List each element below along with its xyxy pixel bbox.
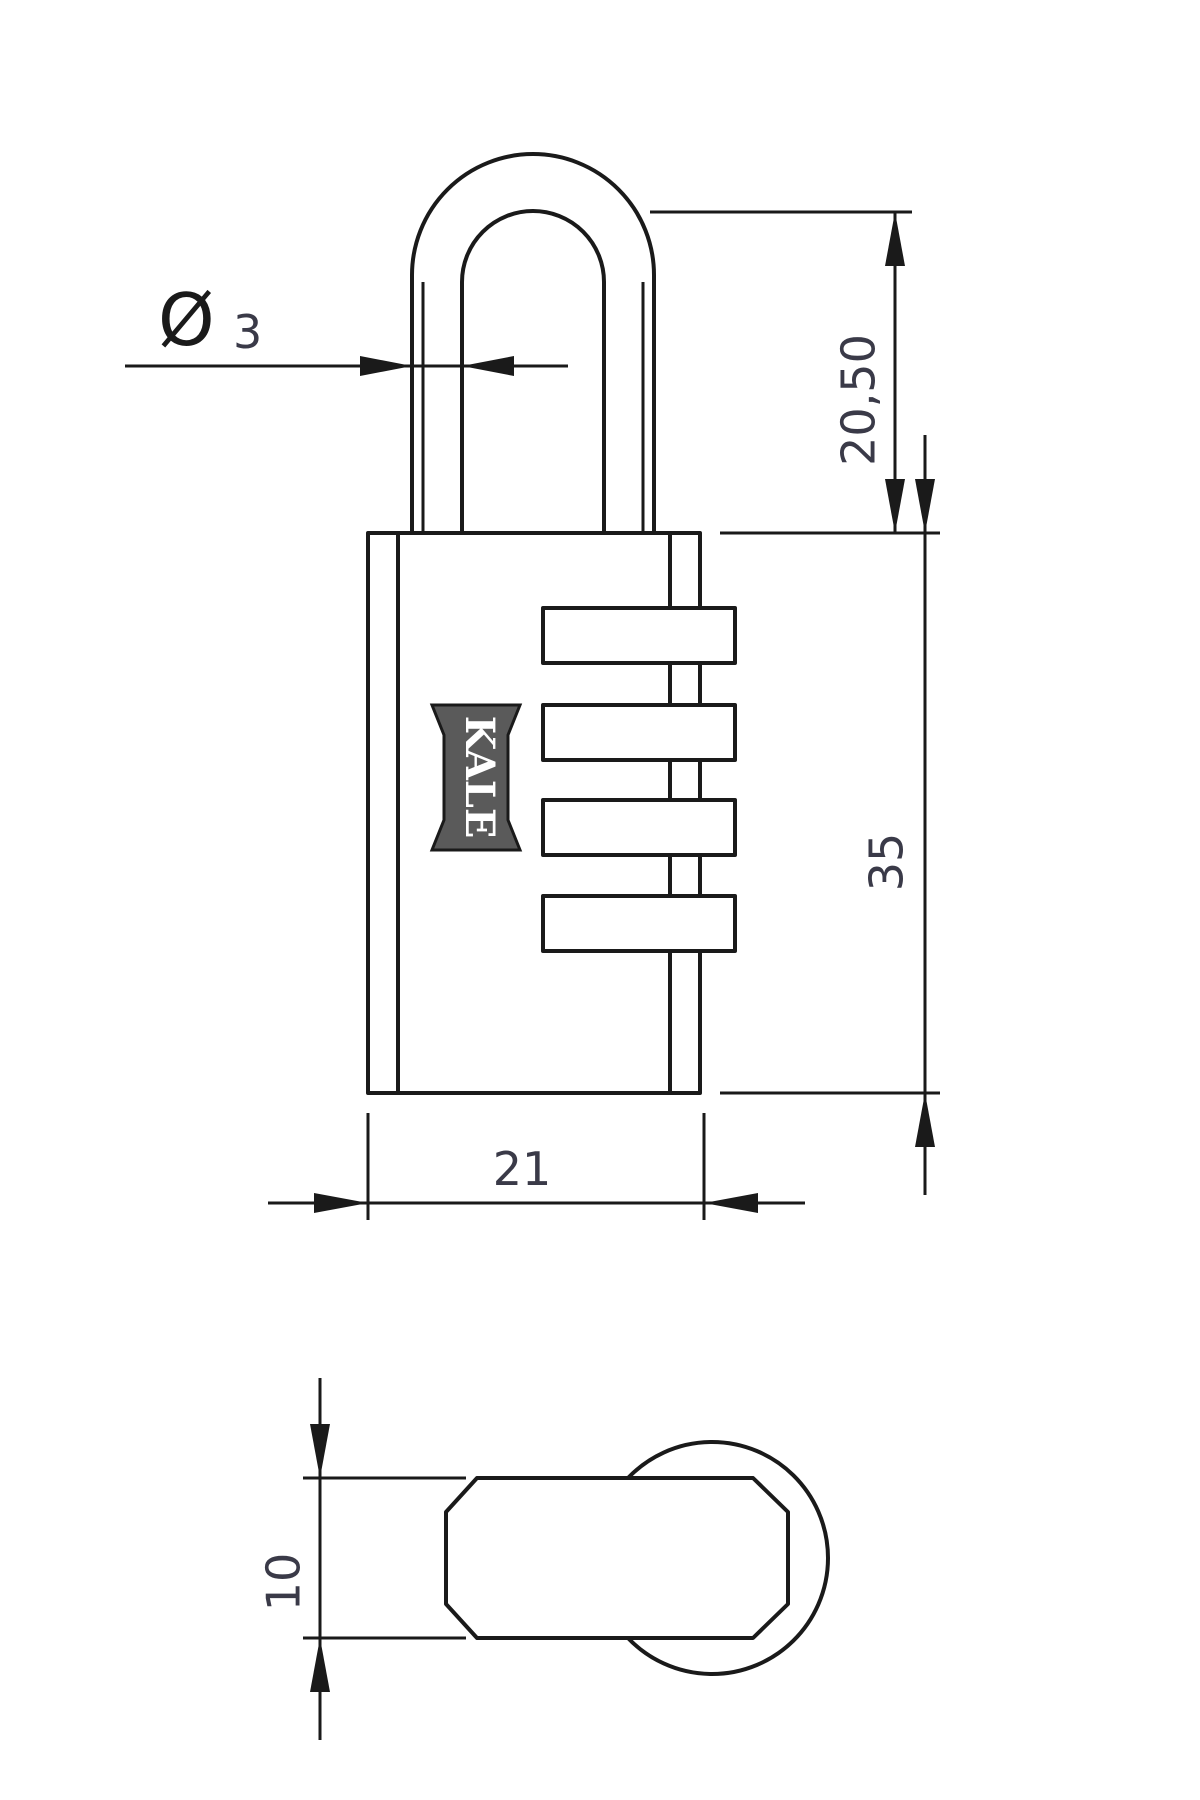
- dimension-body-depth-value: 10: [257, 1553, 311, 1612]
- dimension-body-height: 35: [720, 435, 940, 1195]
- top-view: [444, 1440, 830, 1676]
- dimension-body-width-value: 21: [493, 1142, 552, 1196]
- dimension-shackle-diameter-value: 3: [233, 305, 262, 359]
- shackle: [410, 152, 656, 533]
- dimension-body-width: 21: [268, 1113, 805, 1220]
- dial-4: [541, 894, 737, 953]
- dimension-shackle-diameter: Ø 3: [125, 278, 568, 376]
- dial-2: [541, 703, 737, 762]
- dimension-shackle-clearance-value: 20,50: [832, 334, 886, 466]
- dial-1: [541, 606, 737, 665]
- brand-logo-text: KALE: [456, 716, 503, 839]
- brand-logo: KALE: [429, 703, 523, 852]
- front-view: KALE: [366, 152, 737, 1095]
- combination-dials: [541, 606, 737, 953]
- dimension-body-depth: 10: [257, 1378, 466, 1740]
- dimension-body-height-value: 35: [860, 833, 914, 892]
- dimension-shackle-clearance: 20,50: [650, 210, 912, 533]
- dial-3: [541, 798, 737, 857]
- diameter-symbol: Ø: [158, 278, 215, 362]
